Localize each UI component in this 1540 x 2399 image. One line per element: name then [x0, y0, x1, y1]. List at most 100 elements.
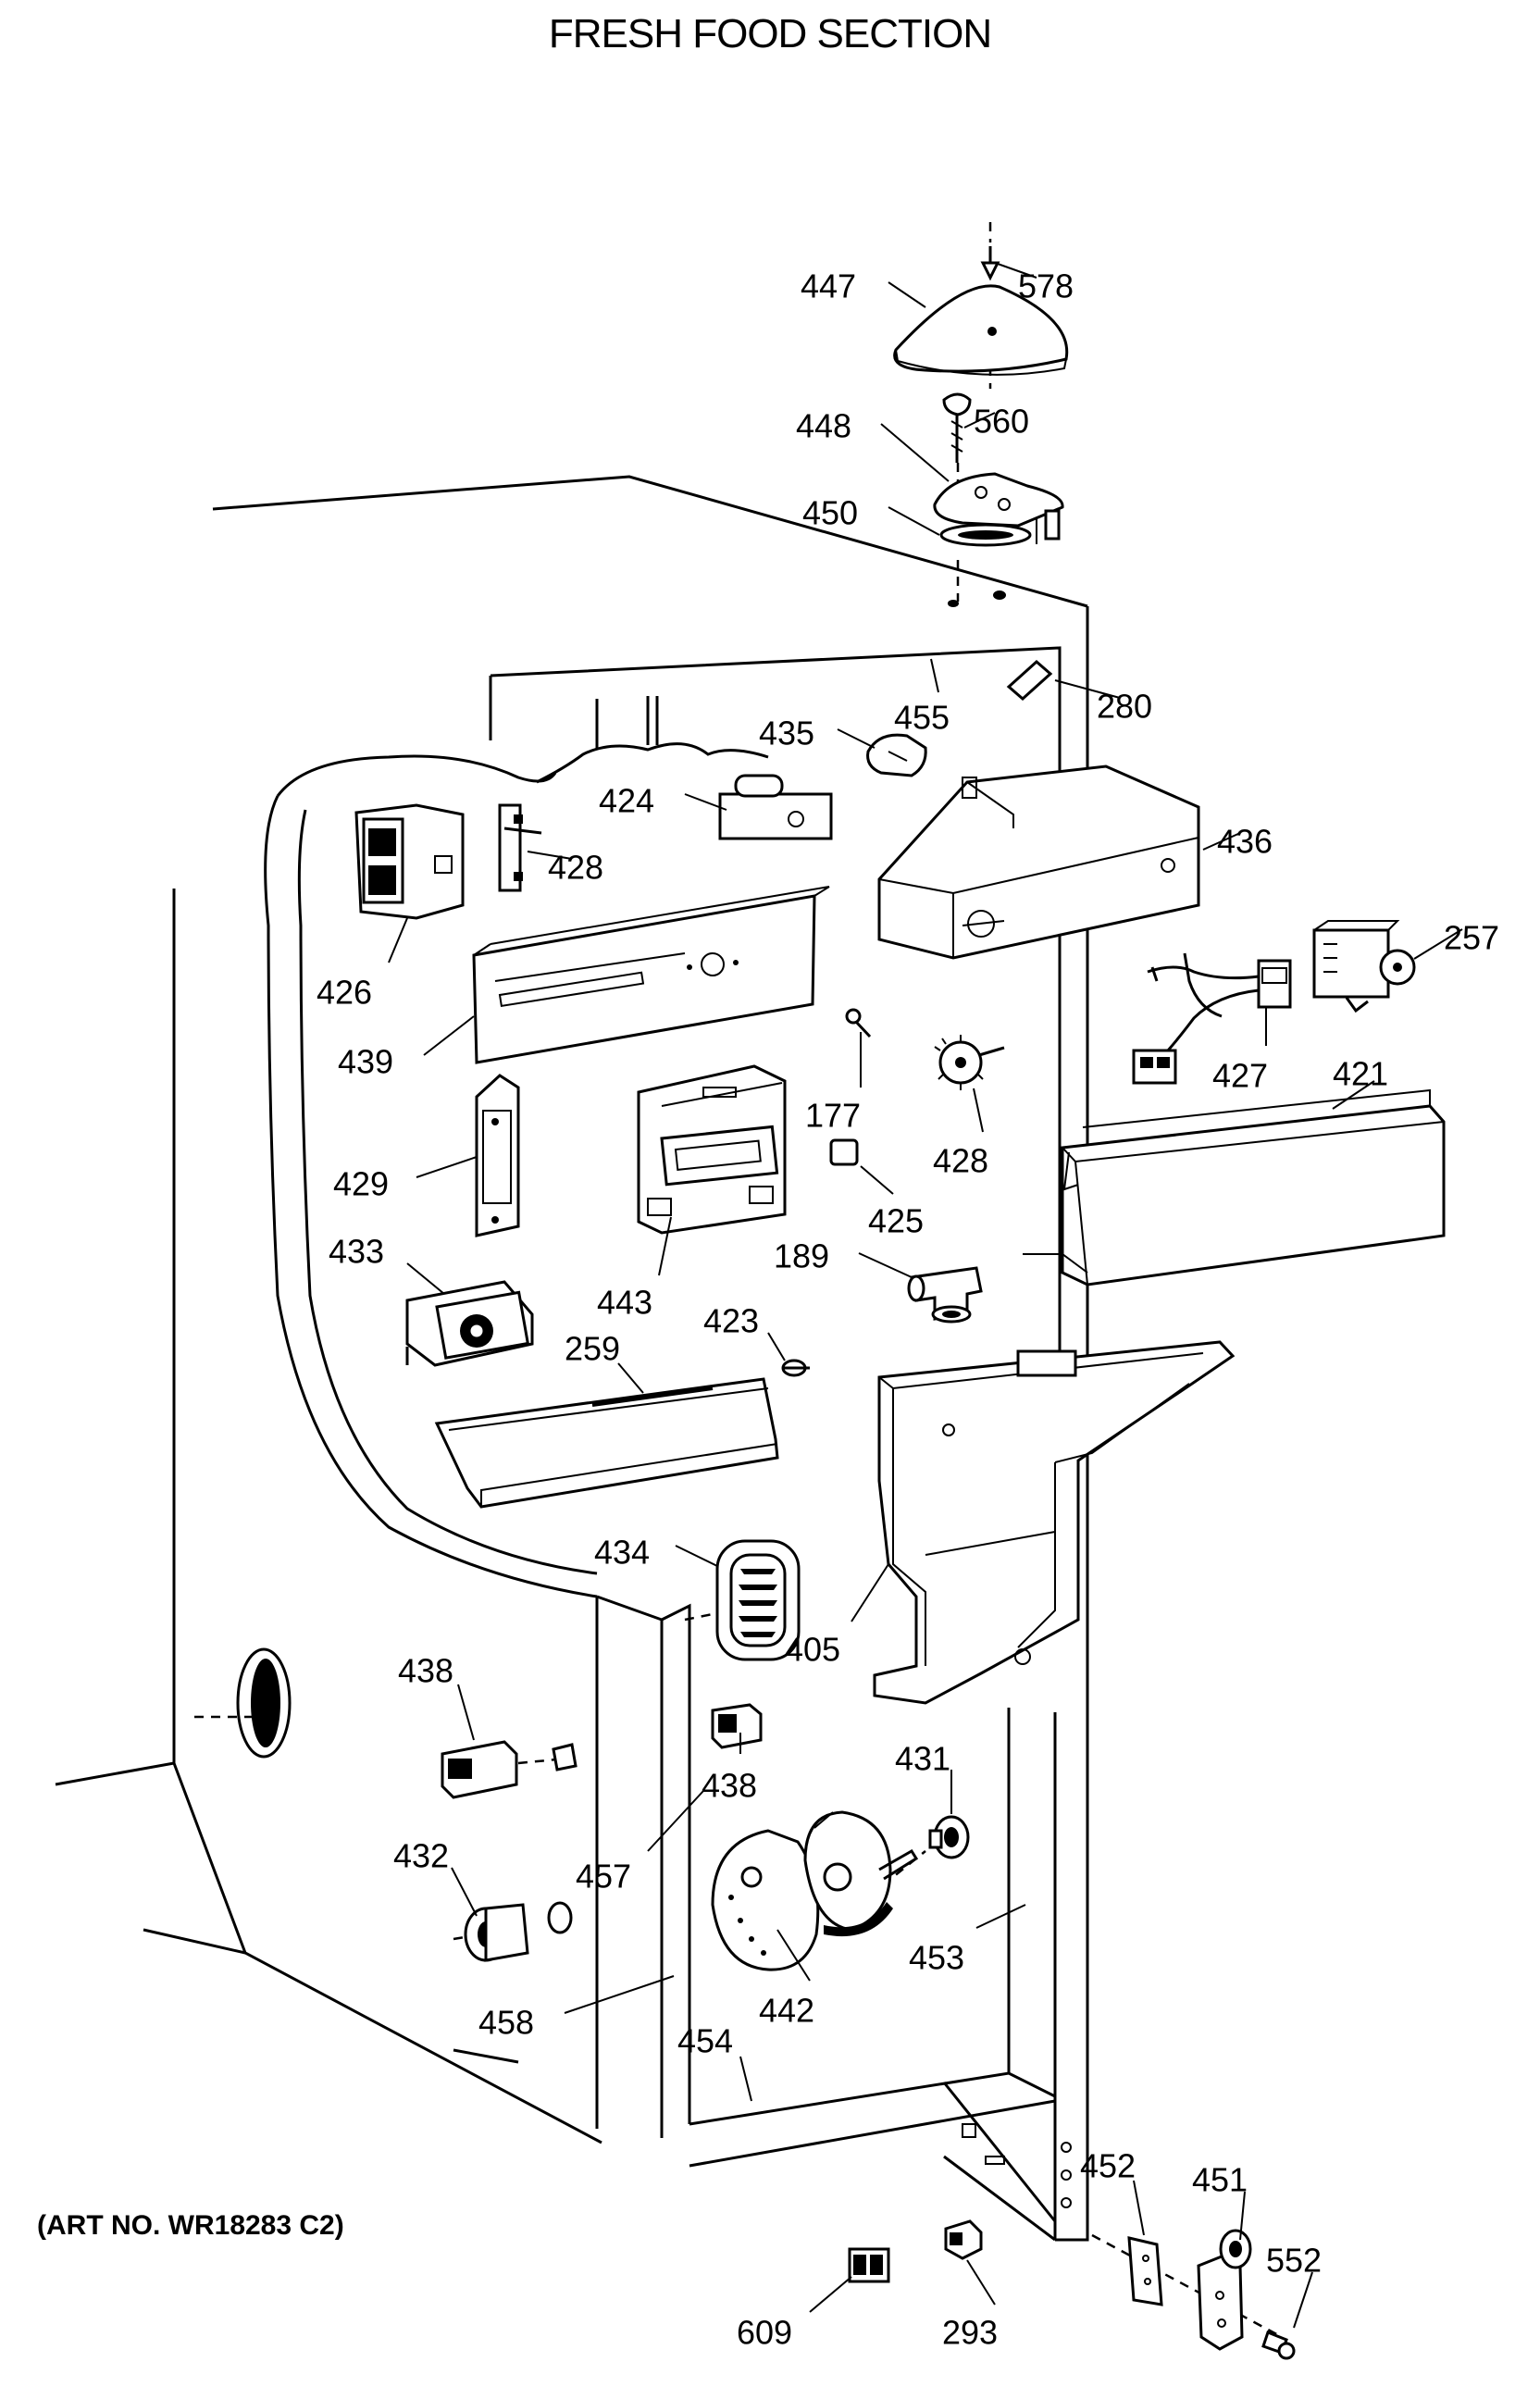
hinge-cover-447 [893, 284, 1069, 376]
callout-label-p257: 257 [1444, 919, 1499, 957]
bracket-429 [475, 1074, 520, 1237]
callout-label-p560: 560 [974, 403, 1029, 441]
clip-428a [498, 803, 542, 892]
leader-line-p439 [423, 1015, 475, 1056]
screw-177 [845, 1008, 872, 1038]
shim-450 [939, 523, 1032, 547]
callout-label-p427: 427 [1212, 1057, 1268, 1095]
bracket-443 [637, 1064, 787, 1235]
leader-line-p552 [1293, 2271, 1313, 2329]
callout-label-p259: 259 [565, 1330, 620, 1368]
leader-line-p452 [1133, 2180, 1145, 2236]
timer-257 [1312, 920, 1416, 1013]
plate-452 [1127, 2236, 1163, 2306]
callout-label-p177: 177 [805, 1097, 861, 1135]
leader-line-p578 [997, 263, 1037, 279]
leader-line-p424 [684, 793, 727, 811]
part-435 [866, 733, 927, 777]
callout-label-p442: 442 [759, 1992, 814, 2030]
callout-label-p439: 439 [338, 1043, 393, 1081]
leader-line-p434 [675, 1545, 718, 1567]
leader-line-p423 [767, 1332, 786, 1361]
leader-line-p428b [973, 1088, 984, 1133]
leader-line-p609 [809, 2276, 852, 2313]
part-425 [829, 1138, 859, 1166]
page-title: FRESH FOOD SECTION [548, 11, 992, 56]
leader-line-p426 [388, 917, 408, 963]
leader-line-p293 [966, 2259, 996, 2306]
callout-label-p578: 578 [1018, 267, 1074, 305]
callout-label-p455: 455 [894, 699, 950, 737]
callout-label-p431: 431 [895, 1740, 950, 1778]
part-293 [944, 2219, 983, 2260]
leader-line-p560 [963, 412, 996, 429]
leader-line-p189 [858, 1252, 913, 1278]
callout-label-p426: 426 [317, 974, 372, 1012]
callout-label-p423: 423 [703, 1302, 759, 1340]
leader-line-p432 [451, 1867, 478, 1917]
callout-label-p447: 447 [801, 267, 856, 305]
leader-line-p450 [888, 506, 940, 536]
leader-line-p454 [739, 2056, 752, 2102]
callout-label-p405: 405 [785, 1631, 840, 1669]
leader-line-p259 [617, 1362, 644, 1394]
callout-label-p451: 451 [1192, 2161, 1248, 2199]
fan-433 [405, 1280, 534, 1367]
callout-label-p434: 434 [594, 1534, 650, 1572]
callout-layer: 5784475604484502804554354244364282574264… [317, 263, 1499, 2352]
leader-line-p453 [975, 1904, 1026, 1929]
leader-line-p443 [658, 1216, 672, 1276]
damper-442 [711, 1810, 919, 1971]
leader-line-p451 [1239, 2191, 1246, 2241]
leader-line-p425 [860, 1165, 894, 1195]
cabinet-outline [55, 475, 1089, 2242]
callout-label-p458: 458 [478, 2004, 534, 2042]
callout-label-p428a: 428 [548, 849, 603, 887]
leader-line-p405 [851, 1563, 889, 1622]
duct-405 [873, 1340, 1236, 1705]
callout-label-p189: 189 [774, 1237, 829, 1275]
callout-label-p293: 293 [942, 2314, 998, 2352]
callout-label-p425: 425 [868, 1202, 924, 1240]
leader-line-p436 [1202, 832, 1241, 851]
housing-436 [877, 764, 1200, 960]
callout-label-p450: 450 [802, 494, 858, 532]
callout-label-p452: 452 [1080, 2147, 1136, 2185]
callout-label-p432: 432 [393, 1837, 449, 1875]
leader-line-p438a [457, 1684, 475, 1741]
callout-label-p453: 453 [909, 1939, 964, 1977]
part-424 [718, 774, 833, 840]
part-609 [848, 2247, 890, 2283]
cover-259 [434, 1377, 779, 1509]
leader-line-p455 [930, 658, 939, 693]
art-number: (ART NO. WR18283 C2) [37, 2210, 344, 2241]
callout-label-p433: 433 [329, 1233, 384, 1271]
leader-line-p435 [837, 728, 876, 749]
callout-label-p421: 421 [1333, 1055, 1388, 1093]
callout-label-p454: 454 [677, 2022, 733, 2060]
gear-428b [934, 1035, 1005, 1090]
part-423 [781, 1359, 810, 1377]
diffuser-434 [715, 1539, 801, 1661]
callout-label-p428b: 428 [933, 1142, 988, 1180]
leader-line-p421 [1332, 1080, 1375, 1110]
callout-label-p280: 280 [1097, 688, 1152, 726]
trough-421 [1023, 1088, 1446, 1287]
leader-line-p280 [1054, 679, 1121, 699]
callout-label-p438b: 438 [702, 1767, 757, 1805]
callout-label-p438a: 438 [398, 1652, 453, 1690]
leader-line-p433 [406, 1262, 445, 1295]
part-438b [711, 1703, 763, 1749]
leader-line-p257 [1413, 928, 1463, 960]
callout-label-p448: 448 [796, 407, 851, 445]
bracket-439 [472, 886, 830, 1064]
leader-line-p448 [880, 423, 950, 482]
callout-label-p429: 429 [333, 1165, 389, 1203]
leader-line-p457 [647, 1790, 704, 1852]
callout-label-p457: 457 [576, 1858, 631, 1896]
hinge-448 [933, 472, 1064, 544]
part-426 [354, 803, 465, 920]
callout-label-p609: 609 [737, 2314, 792, 2352]
callout-label-p424: 424 [599, 782, 654, 820]
